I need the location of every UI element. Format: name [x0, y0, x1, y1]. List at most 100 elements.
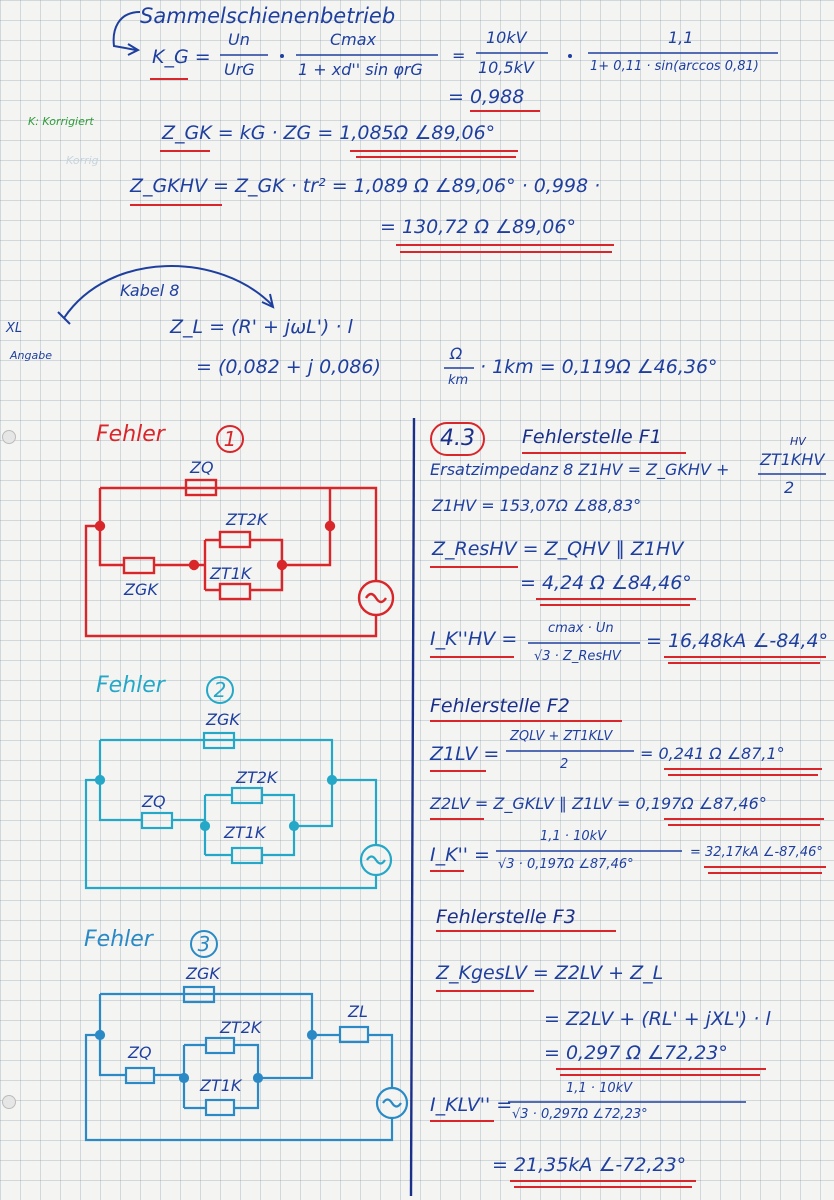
z1lv-result-underline-a — [664, 768, 822, 770]
fehler2-title: Fehler — [96, 673, 165, 698]
kg-frac4-den: 1+ 0,11 · sin(arccos 0,81) — [590, 59, 759, 74]
ersatz-line: Ersatzimpedanz 8 Z1HV = Z_GKHV + — [430, 460, 730, 479]
z2lv-result-underline-a — [664, 818, 824, 820]
z1lv-lhs: Z1LV = — [430, 743, 500, 765]
ik2-num: 1,1 · 10kV — [540, 829, 607, 844]
angabe-label: Angabe — [10, 349, 52, 362]
ik2-result-underline-a — [704, 866, 826, 868]
ik-hv-den: √3 · Z_ResHV — [534, 649, 621, 664]
zkges-line3: = 0,297 Ω ∠72,23° — [544, 1042, 728, 1064]
z2lv-result-underline-b — [668, 824, 820, 826]
section-number: 4.3 — [430, 422, 485, 456]
hv-sup: HV — [790, 435, 806, 448]
iklv-lhs: I_KLV'' = — [430, 1094, 513, 1116]
zgk-underline-b — [350, 150, 518, 152]
kg-frac3-num: 10kV — [486, 28, 527, 47]
fehler3-title: Fehler — [84, 927, 153, 952]
zgkhv-line2: = 130,72 Ω ∠89,06° — [380, 216, 576, 238]
iklv-result: = 21,35kA ∠-72,23° — [492, 1154, 687, 1176]
z1hv-line: Z1HV = 153,07Ω ∠88,83° — [432, 496, 642, 515]
f1-title-underline — [522, 452, 686, 454]
kg-frac1-num: Un — [228, 30, 250, 49]
zl-unit-den: km — [448, 373, 469, 388]
zkges-underline — [436, 990, 534, 992]
kg-result-underline — [470, 110, 540, 112]
f3-label-zgk: ZGK — [186, 964, 220, 983]
iklv-result-underline-a — [510, 1180, 696, 1182]
zres-underline — [430, 566, 518, 568]
kg-frac3-den: 10,5kV — [478, 58, 534, 77]
z1lv-result: = 0,241 Ω ∠87,1° — [640, 744, 785, 763]
zkges-result-underline-b — [560, 1074, 760, 1076]
kg-result: = 0,988 — [448, 86, 525, 108]
ik-hv-lhs: I_K''HV = — [430, 628, 518, 650]
zl-line1: Z_L = (R' + jωL') · l — [170, 316, 353, 338]
zgk-underline-a — [160, 150, 210, 152]
f3-label-zt2k: ZT2K — [220, 1018, 262, 1037]
zkges-line1: Z_KgesLV = Z2LV + Z_L — [436, 962, 664, 984]
kg-lhs: K_G = — [152, 46, 211, 68]
kg-frac1-den: UrG — [224, 60, 255, 79]
f3-label-zt1k: ZT1K — [200, 1076, 242, 1095]
zgkhv-underline — [130, 204, 222, 206]
f2-label-zt1k: ZT1K — [224, 823, 266, 842]
xl-label: XL — [6, 321, 23, 336]
ik2-lhs: I_K'' = — [430, 844, 490, 866]
ik2-result: = 32,17kA ∠-87,46° — [690, 845, 823, 860]
kg-frac4-num: 1,1 — [668, 28, 694, 47]
f1-label-zt2k: ZT2K — [226, 510, 268, 529]
kg-frac2-den: 1 + xd'' sin φrG — [298, 60, 423, 79]
zkges-line2: = Z2LV + (RL' + jXL') · l — [544, 1008, 771, 1030]
f3-title: Fehlerstelle F3 — [436, 906, 576, 928]
ersatz-frac-num: ZT1KHV — [760, 450, 825, 469]
punch-hole — [2, 430, 16, 444]
f1-label-zgk: ZGK — [124, 580, 158, 599]
zl-unit-num: Ω — [450, 344, 463, 363]
zgkhv-result-underline-b — [400, 251, 612, 253]
z1lv-num: ZQLV + ZT1KLV — [510, 729, 613, 744]
f2-title: Fehlerstelle F2 — [430, 695, 570, 717]
z2lv-underline — [430, 818, 484, 820]
heading: Sammelschienenbetrieb — [140, 4, 396, 28]
ik-hv-result: = 16,48kA ∠-84,4° — [646, 630, 829, 652]
ik2-result-underline-b — [708, 872, 822, 874]
f3-title-underline — [436, 930, 616, 932]
zres-line1: Z_ResHV = Z_QHV ∥ Z1HV — [432, 538, 684, 560]
zl-line2-tail: · 1km = 0,119Ω ∠46,36° — [480, 356, 718, 378]
ik-hv-result-underline-a — [664, 656, 826, 658]
zres-line2: = 4,24 Ω ∠84,46° — [520, 572, 692, 594]
fehler3-number: 3 — [190, 930, 218, 958]
kg-eq: = — [452, 46, 466, 65]
kg-frac2-num: Cmax — [330, 30, 377, 49]
iklv-underline — [430, 1120, 494, 1122]
zl-line2: = (0,082 + j 0,086) — [196, 356, 381, 378]
f2-label-zgk: ZGK — [206, 710, 240, 729]
f1-label-zt1k: ZT1K — [210, 564, 252, 583]
zgkhv-result-underline-a — [396, 244, 614, 246]
ik-hv-num: cmax · Un — [548, 621, 614, 636]
kabel-label: Kabel 8 — [120, 281, 180, 300]
fehler2-number: 2 — [206, 676, 234, 704]
z1lv-result-underline-b — [668, 774, 818, 776]
z1lv-underline — [430, 770, 486, 772]
ik-hv-result-underline-b — [668, 662, 820, 664]
ik-hv-underline — [430, 656, 514, 658]
f3-label-zq: ZQ — [128, 1043, 152, 1062]
f1-label-zq: ZQ — [190, 458, 214, 477]
f2-label-zt2k: ZT2K — [236, 768, 278, 787]
zgk-line: Z_GK = kG · ZG = 1,085Ω ∠89,06° — [162, 122, 496, 144]
zgk-underline-c — [356, 156, 516, 158]
iklv-num: 1,1 · 10kV — [566, 1081, 633, 1096]
zres-result-underline-b — [540, 604, 690, 606]
